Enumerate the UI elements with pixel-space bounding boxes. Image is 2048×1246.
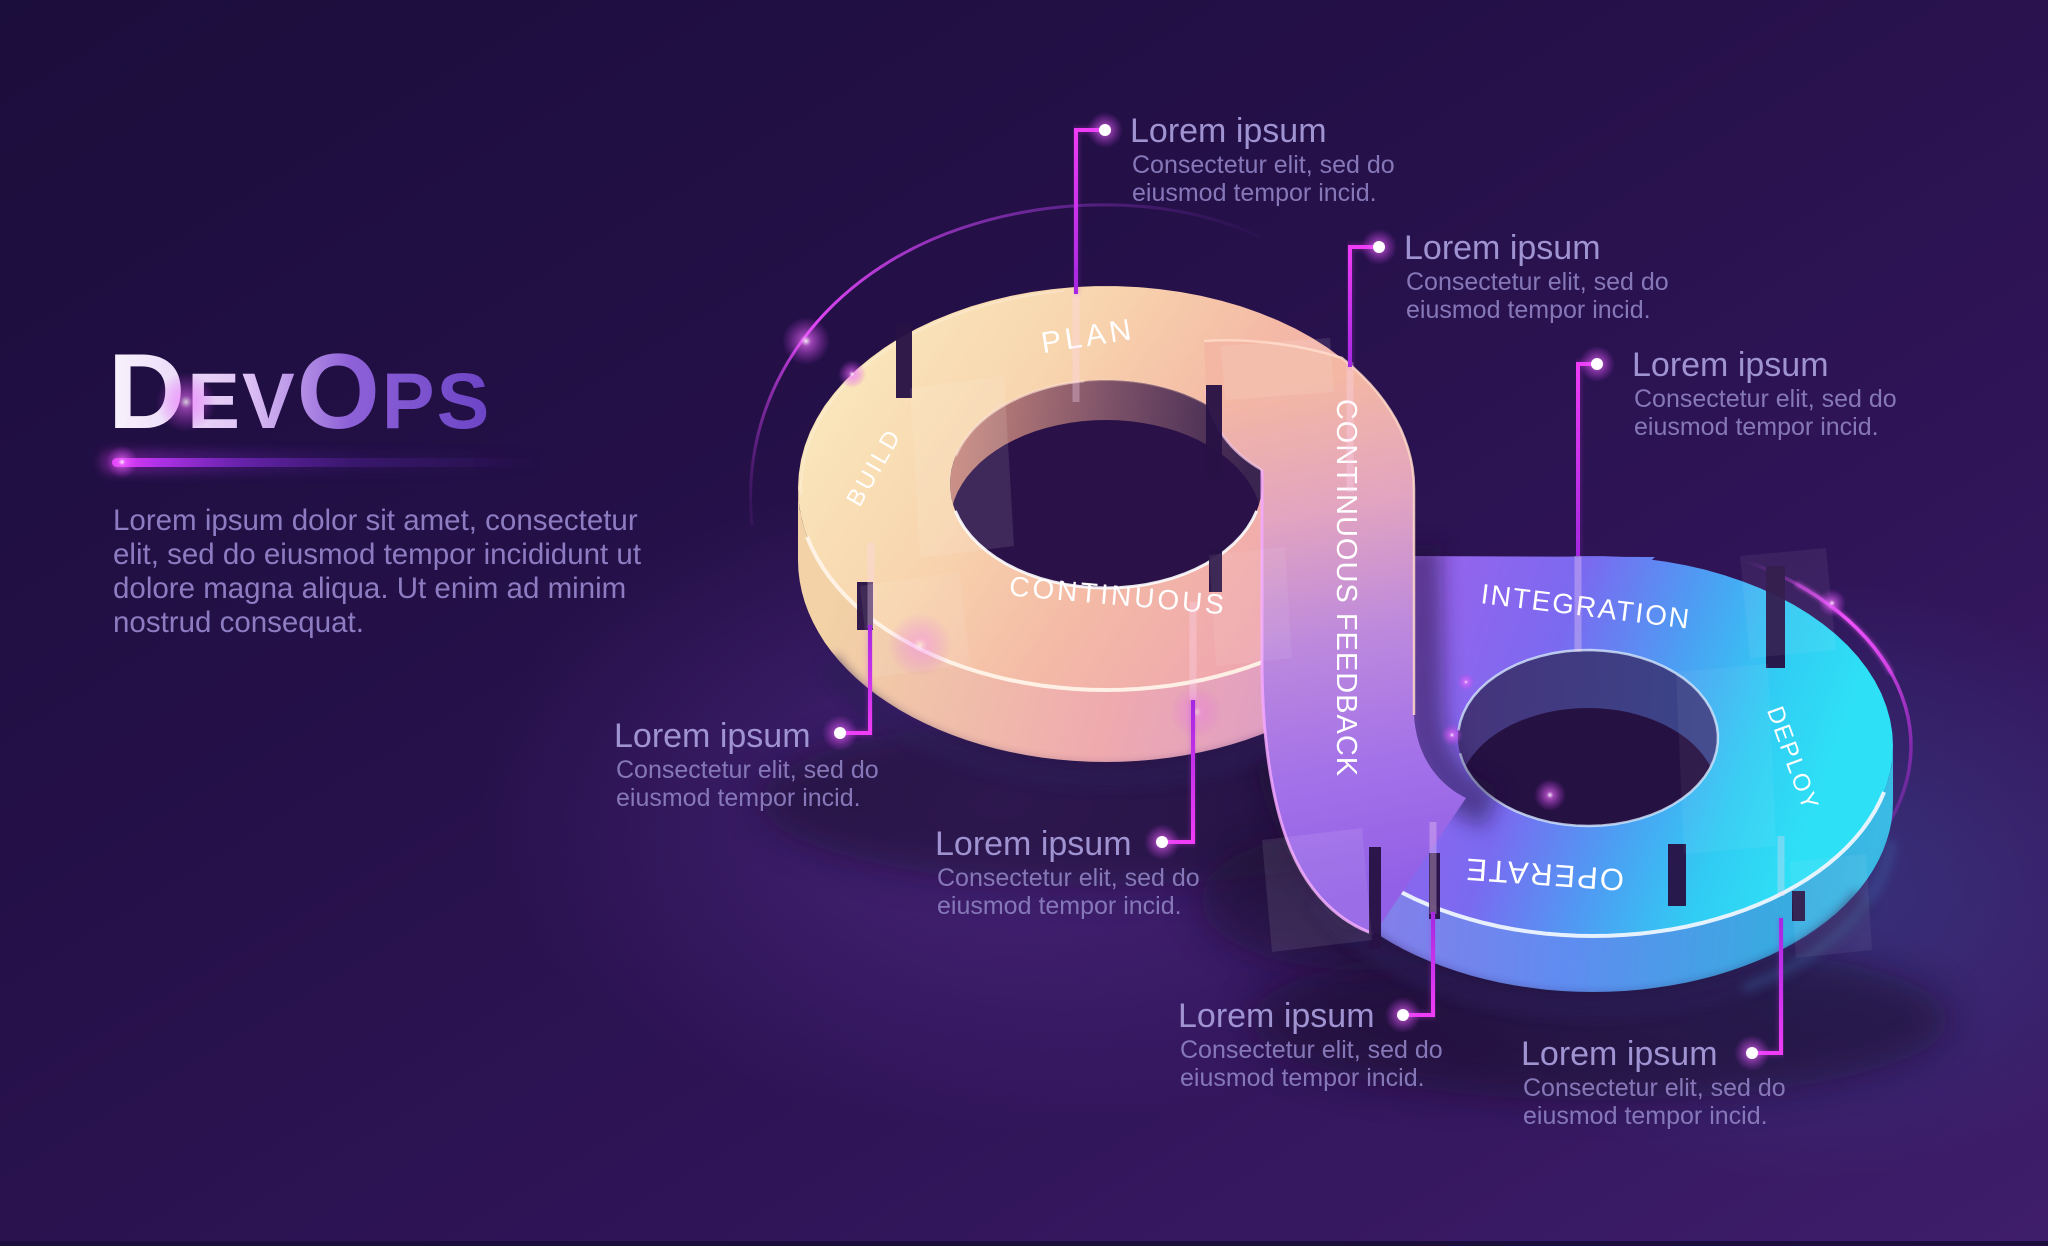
svg-text:nostrud consequat.: nostrud consequat. [113, 606, 364, 639]
svg-text:Lorem ipsum: Lorem ipsum [1404, 229, 1601, 267]
svg-text:Consectetur elit, sed do: Consectetur elit, sed do [937, 864, 1200, 892]
svg-text:eiusmod tempor incid.: eiusmod tempor incid. [1634, 413, 1879, 441]
svg-text:Consectetur elit, sed do: Consectetur elit, sed do [1406, 268, 1669, 296]
svg-text:Consectetur elit, sed do: Consectetur elit, sed do [1132, 151, 1395, 179]
svg-text:Consectetur elit, sed do: Consectetur elit, sed do [616, 756, 879, 784]
svg-text:elit, sed do eiusmod tempor in: elit, sed do eiusmod tempor incididunt u… [113, 538, 641, 571]
svg-text:Lorem ipsum: Lorem ipsum [1178, 997, 1375, 1035]
svg-text:eiusmod tempor incid.: eiusmod tempor incid. [1180, 1064, 1425, 1092]
svg-text:Lorem ipsum: Lorem ipsum [935, 825, 1132, 863]
svg-text:Lorem ipsum dolor sit amet, co: Lorem ipsum dolor sit amet, consectetur [113, 504, 638, 537]
svg-text:eiusmod tempor incid.: eiusmod tempor incid. [1523, 1102, 1768, 1130]
svg-text:Lorem ipsum: Lorem ipsum [1521, 1035, 1718, 1073]
svg-text:dolore magna aliqua. Ut enim a: dolore magna aliqua. Ut enim ad minim [113, 572, 626, 605]
svg-text:Consectetur elit, sed do: Consectetur elit, sed do [1634, 385, 1897, 413]
svg-text:Lorem ipsum: Lorem ipsum [1130, 112, 1327, 150]
svg-text:Consectetur elit, sed do: Consectetur elit, sed do [1523, 1074, 1786, 1102]
svg-text:Lorem ipsum: Lorem ipsum [1632, 346, 1829, 384]
svg-text:eiusmod tempor incid.: eiusmod tempor incid. [937, 892, 1182, 920]
svg-text:CONTINUOUS FEEDBACK: CONTINUOUS FEEDBACK [1330, 399, 1362, 777]
svg-text:eiusmod tempor incid.: eiusmod tempor incid. [616, 784, 861, 812]
svg-text:eiusmod tempor incid.: eiusmod tempor incid. [1406, 296, 1651, 324]
svg-text:Lorem ipsum: Lorem ipsum [614, 717, 811, 755]
svg-text:eiusmod tempor incid.: eiusmod tempor incid. [1132, 179, 1377, 207]
svg-text:Consectetur elit, sed do: Consectetur elit, sed do [1180, 1036, 1443, 1064]
